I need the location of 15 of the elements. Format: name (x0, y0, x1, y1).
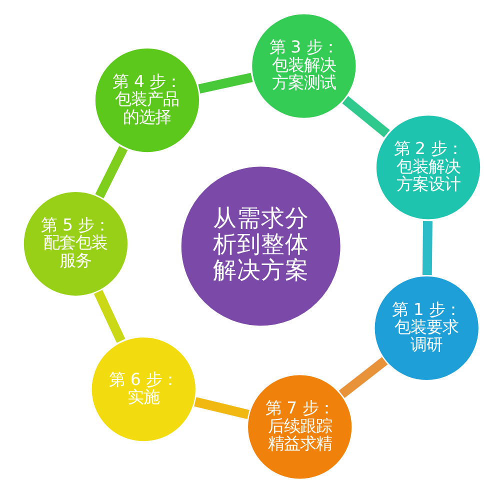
node-circle: 第 3 步： 包装解决方案测试 (249, 12, 358, 120)
connector (338, 357, 388, 398)
node-circle: 第 1 步： 包装要求调研 (372, 274, 480, 382)
connector (198, 72, 252, 94)
node-circle: 第 2 步： 包装解决方案设计 (374, 113, 482, 222)
node-circle: 第 6 步： 实施 (88, 335, 198, 444)
connector (194, 397, 249, 420)
node-circle: 第 7 步： 后续跟踪精益求精 (245, 372, 354, 482)
connector (342, 96, 390, 138)
node-circle: 第 5 步： 配套包装服务 (21, 190, 130, 298)
node-circle: 第 4 步： 包装产品的选择 (92, 46, 201, 154)
connector (93, 290, 125, 343)
connector (94, 146, 128, 198)
node-circle: 从需求分析到整体解决方案 (178, 164, 342, 328)
connector (422, 220, 432, 276)
